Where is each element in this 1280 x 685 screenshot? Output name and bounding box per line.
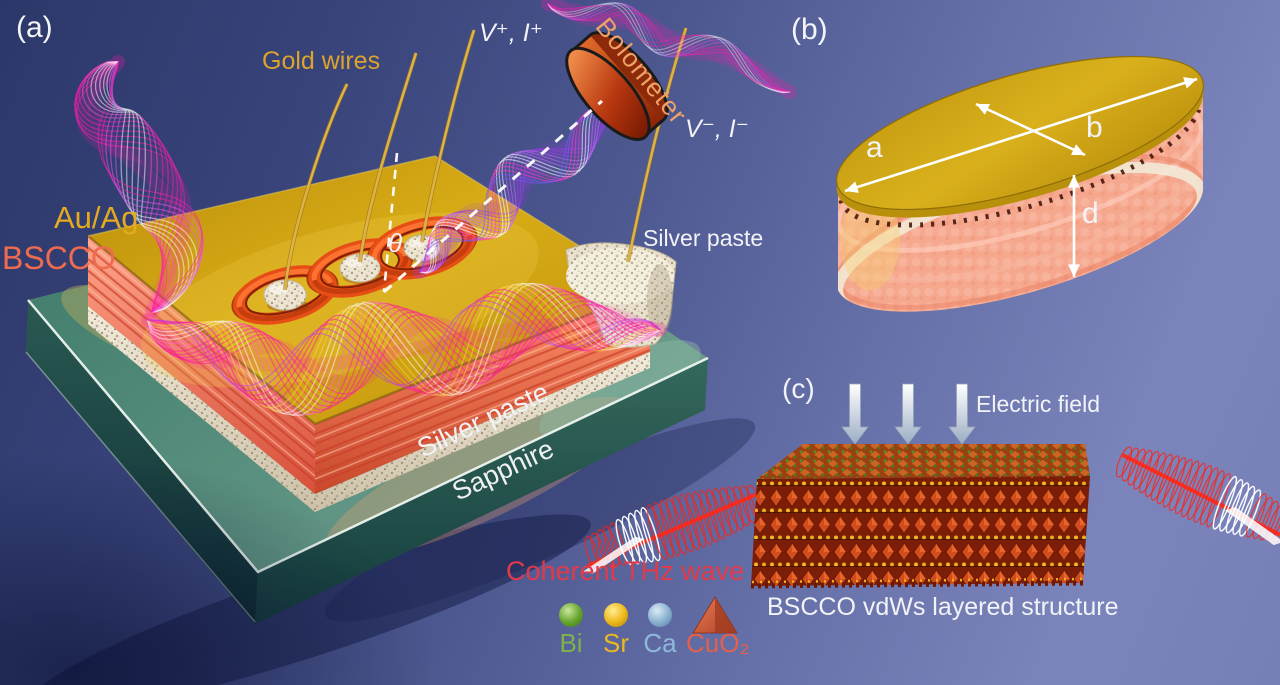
thz-wave-incoming-ribbon — [74, 55, 204, 319]
panel-c-label: (c) — [782, 373, 815, 404]
thz-wave-emitted-ribbon — [413, 90, 635, 279]
legend-sr-label: Sr — [603, 628, 629, 658]
panel-c-lattice — [583, 383, 1280, 589]
silver-paste-layer-strip — [88, 306, 650, 512]
legend-cuo2-label: CuO₂ — [686, 628, 750, 658]
thz-wave-left-coil — [583, 484, 767, 574]
ca-sphere-icon — [648, 603, 672, 627]
electric-field-label: Electric field — [976, 391, 1100, 417]
axis-a-label: a — [866, 131, 883, 164]
thickness-d-label: d — [1082, 197, 1099, 230]
device-shadow-right — [324, 418, 756, 622]
bscco-lattice-slab — [750, 444, 1090, 589]
gold-wires-label: Gold wires — [262, 47, 381, 75]
panel-b-crystal-disk — [836, 55, 1204, 312]
thz-wave-corner-ribbon — [541, 0, 797, 99]
panel-a-label: (a) — [16, 11, 53, 44]
bi-sphere-icon — [559, 603, 583, 627]
legend-ca-label: Ca — [643, 628, 677, 658]
thz-wave-surface-ribbon — [141, 282, 667, 417]
vdws-caption: BSCCO vdWs layered structure — [767, 593, 1119, 621]
theta-symbol: θ — [388, 228, 403, 258]
coherent-thz-label: Coherent THz wave — [506, 556, 745, 586]
silver-paste-blobs — [263, 234, 443, 313]
legend-markers — [559, 596, 738, 634]
device-shadow — [29, 514, 591, 685]
thz-wave-right-coil — [1115, 446, 1280, 546]
panel-b-label: (b) — [791, 13, 828, 46]
dimension-arrows — [844, 77, 1198, 277]
axis-b-label: b — [1086, 111, 1103, 144]
legend-bi-label: Bi — [559, 628, 583, 658]
sr-sphere-icon — [604, 603, 628, 627]
bolometer-detector — [565, 31, 669, 141]
silver-paste-contact-label: Silver paste — [643, 225, 764, 251]
dashed-beam-path — [382, 99, 603, 294]
bscco-crystal-stack — [87, 236, 651, 494]
disk-gold-top — [836, 55, 1204, 211]
bscco-label: BSCCO — [2, 240, 116, 276]
au-ag-label: Au/Ag — [54, 200, 139, 235]
cuo2-pyramid-icon — [692, 596, 738, 634]
gold-wires — [282, 27, 689, 291]
v-plus-label: V⁺, I⁺ — [479, 19, 543, 47]
v-minus-label: V⁻, I⁻ — [685, 115, 749, 143]
panel-a-device — [25, 0, 797, 685]
electric-field-arrows — [841, 383, 976, 445]
